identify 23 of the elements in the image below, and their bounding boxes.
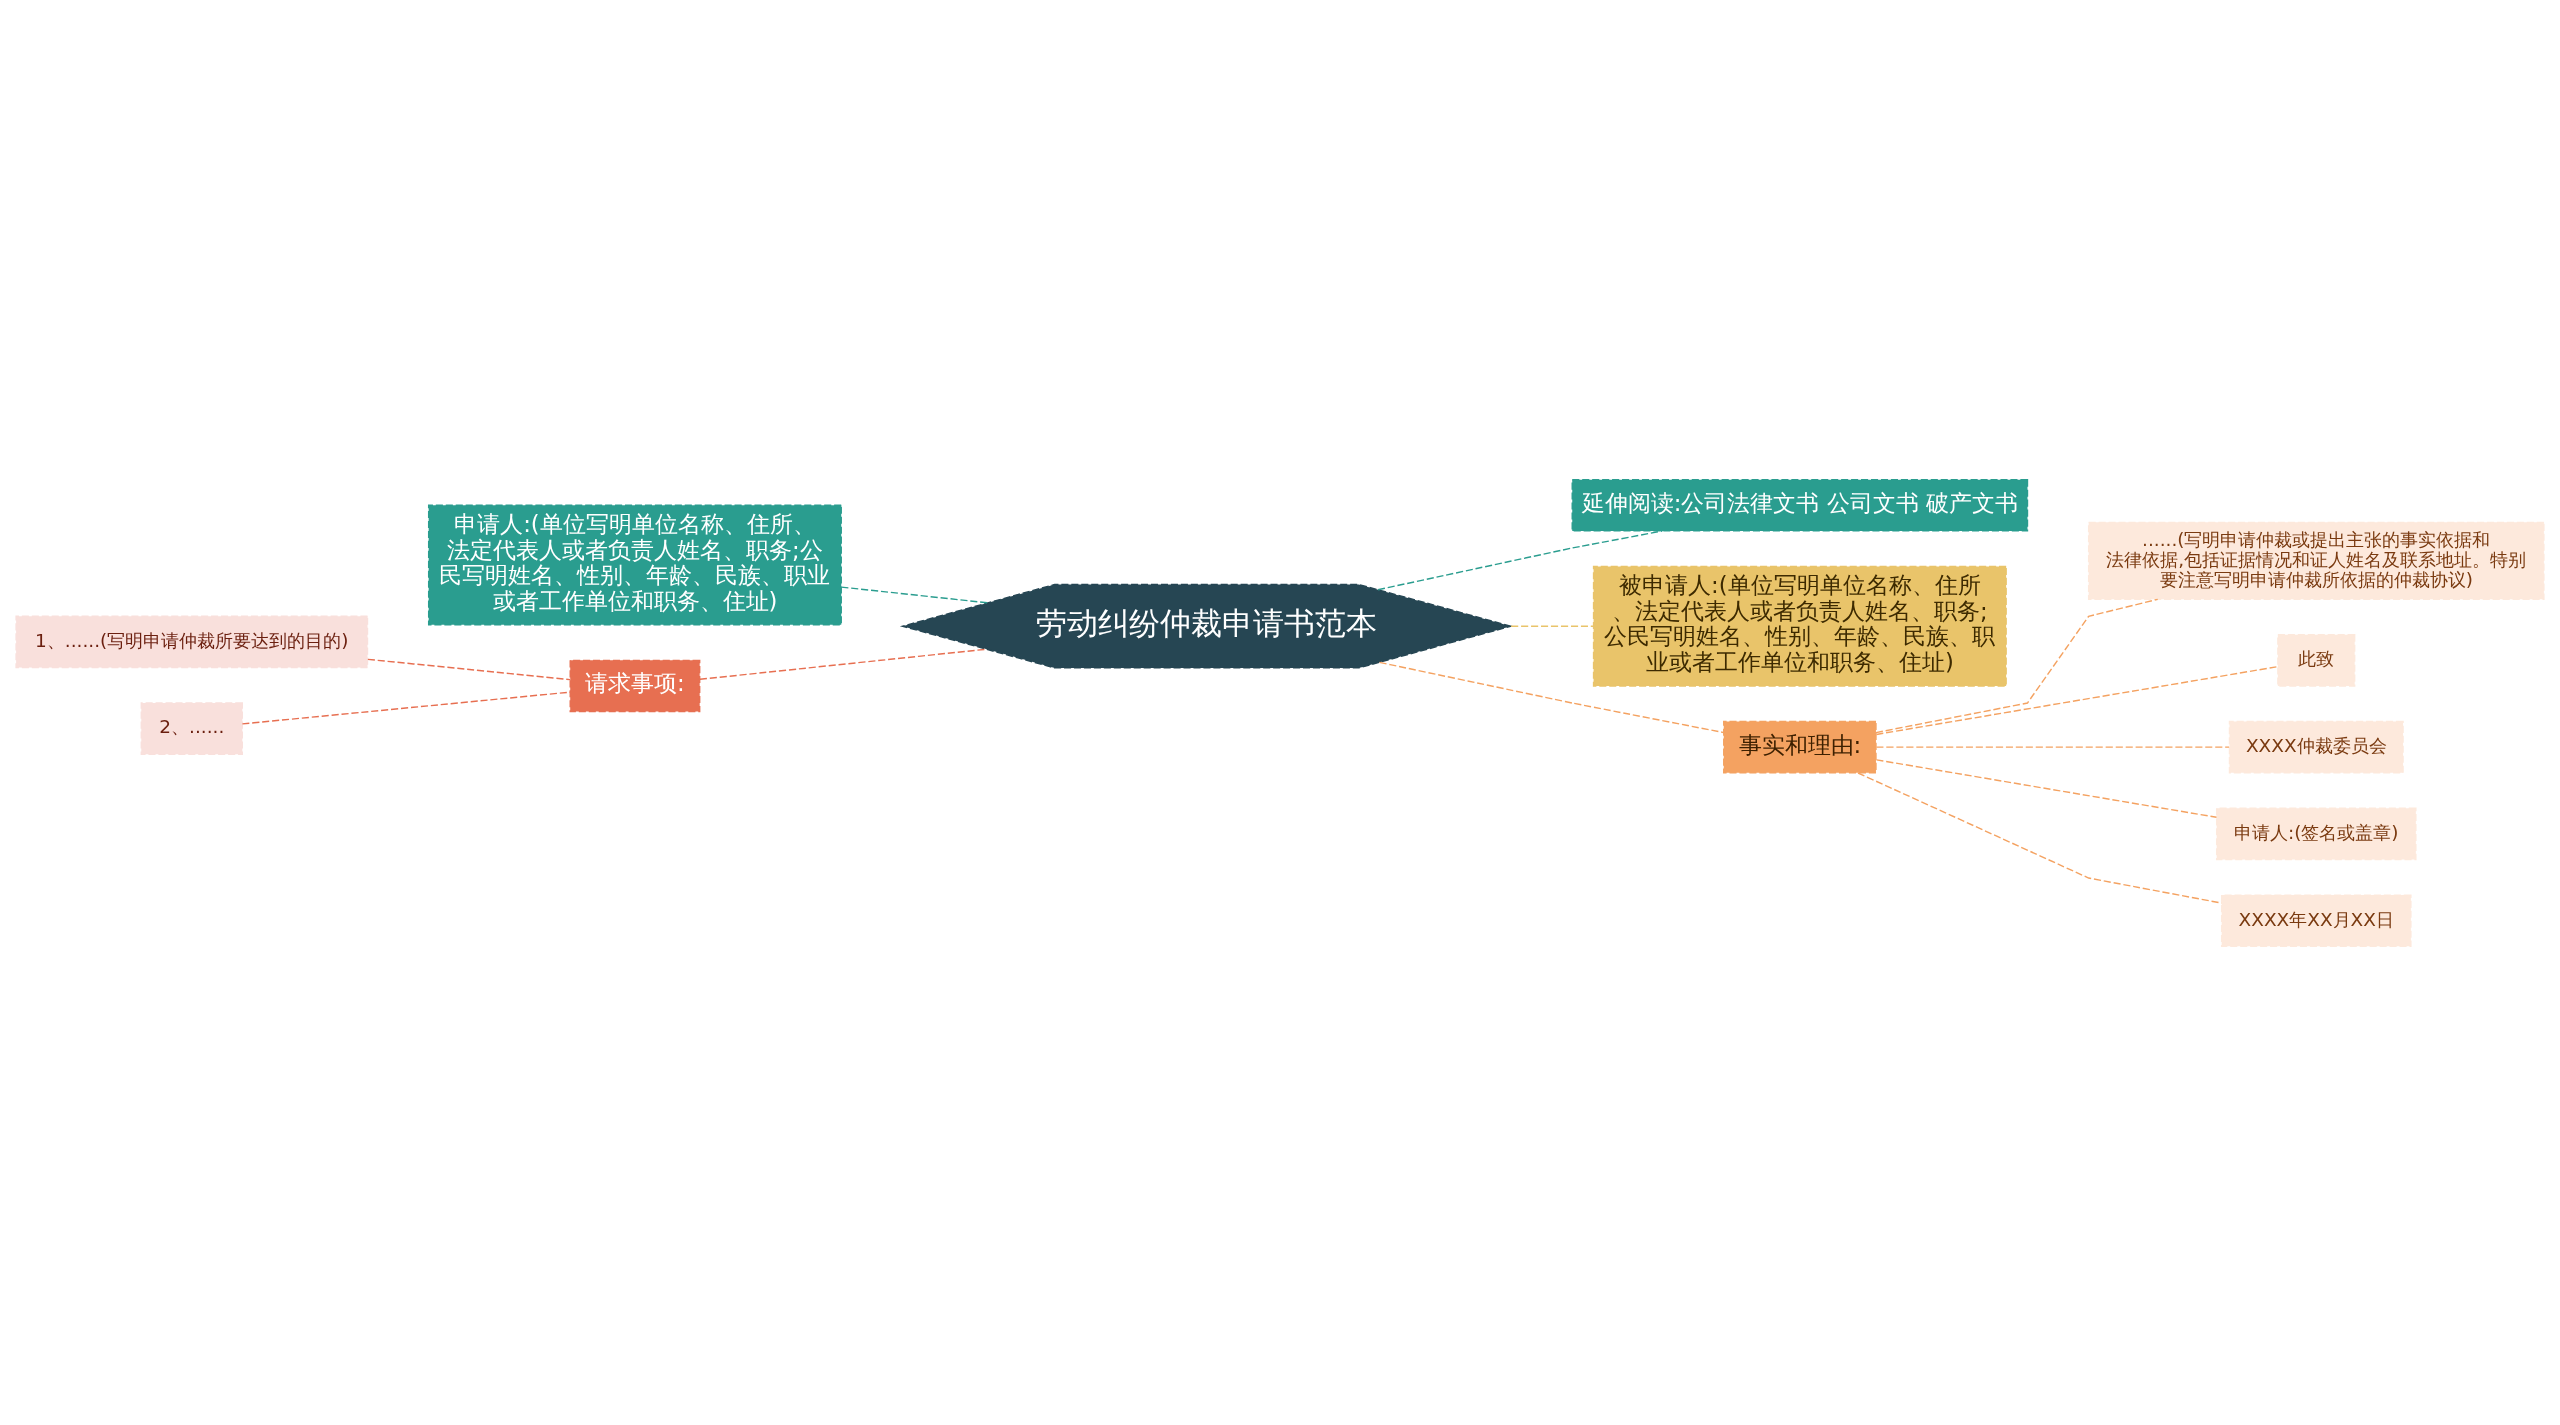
node-box: 1、......(写明申请仲裁所要达到的目的) <box>15 615 369 668</box>
node-box: 延伸阅读:公司法律文书 公司文书 破产文书 <box>1571 478 2029 532</box>
connector <box>1378 661 1725 733</box>
node-box: 请求事项: <box>569 659 701 712</box>
node-box: 被申请人:(单位写明单位名称、住所、法定代表人或者负责人姓名、职务;公民写明姓名、性别、年龄、民族、职业或者工作单位和职务、住址) <box>1592 565 2007 687</box>
node-box: 申请人:(单位写明单位名称、住所、法定代表人或者负责人姓名、职务;公民写明姓名、性别、年龄、民族、职业或者工作单位和职务、住址) <box>427 504 842 625</box>
connector <box>1875 598 2159 733</box>
node-box: 2、...... <box>140 701 243 755</box>
connector <box>840 585 989 603</box>
connector <box>1875 665 2279 735</box>
node-box: 此致 <box>2277 633 2356 687</box>
connector <box>1875 758 2218 818</box>
node-box: XXXX年XX月XX日 <box>2220 893 2412 947</box>
node-box: 事实和理由: <box>1723 720 1877 773</box>
connector <box>1510 625 1595 627</box>
node-box: ......(写明申请仲裁或提出主张的事实依据和法律依据,包括证据情况和证人姓名及联系地址。特别要注意写明申请仲裁所依据的仲裁协议) <box>2087 521 2545 600</box>
connector <box>1875 745 2230 748</box>
connector <box>1857 771 2223 904</box>
node-box: 申请人:(签名或盖章) <box>2215 807 2417 860</box>
connector <box>1377 529 1663 590</box>
connector <box>699 648 987 680</box>
node-box: XXXX仲裁委员会 <box>2228 720 2404 773</box>
connector <box>367 658 571 680</box>
